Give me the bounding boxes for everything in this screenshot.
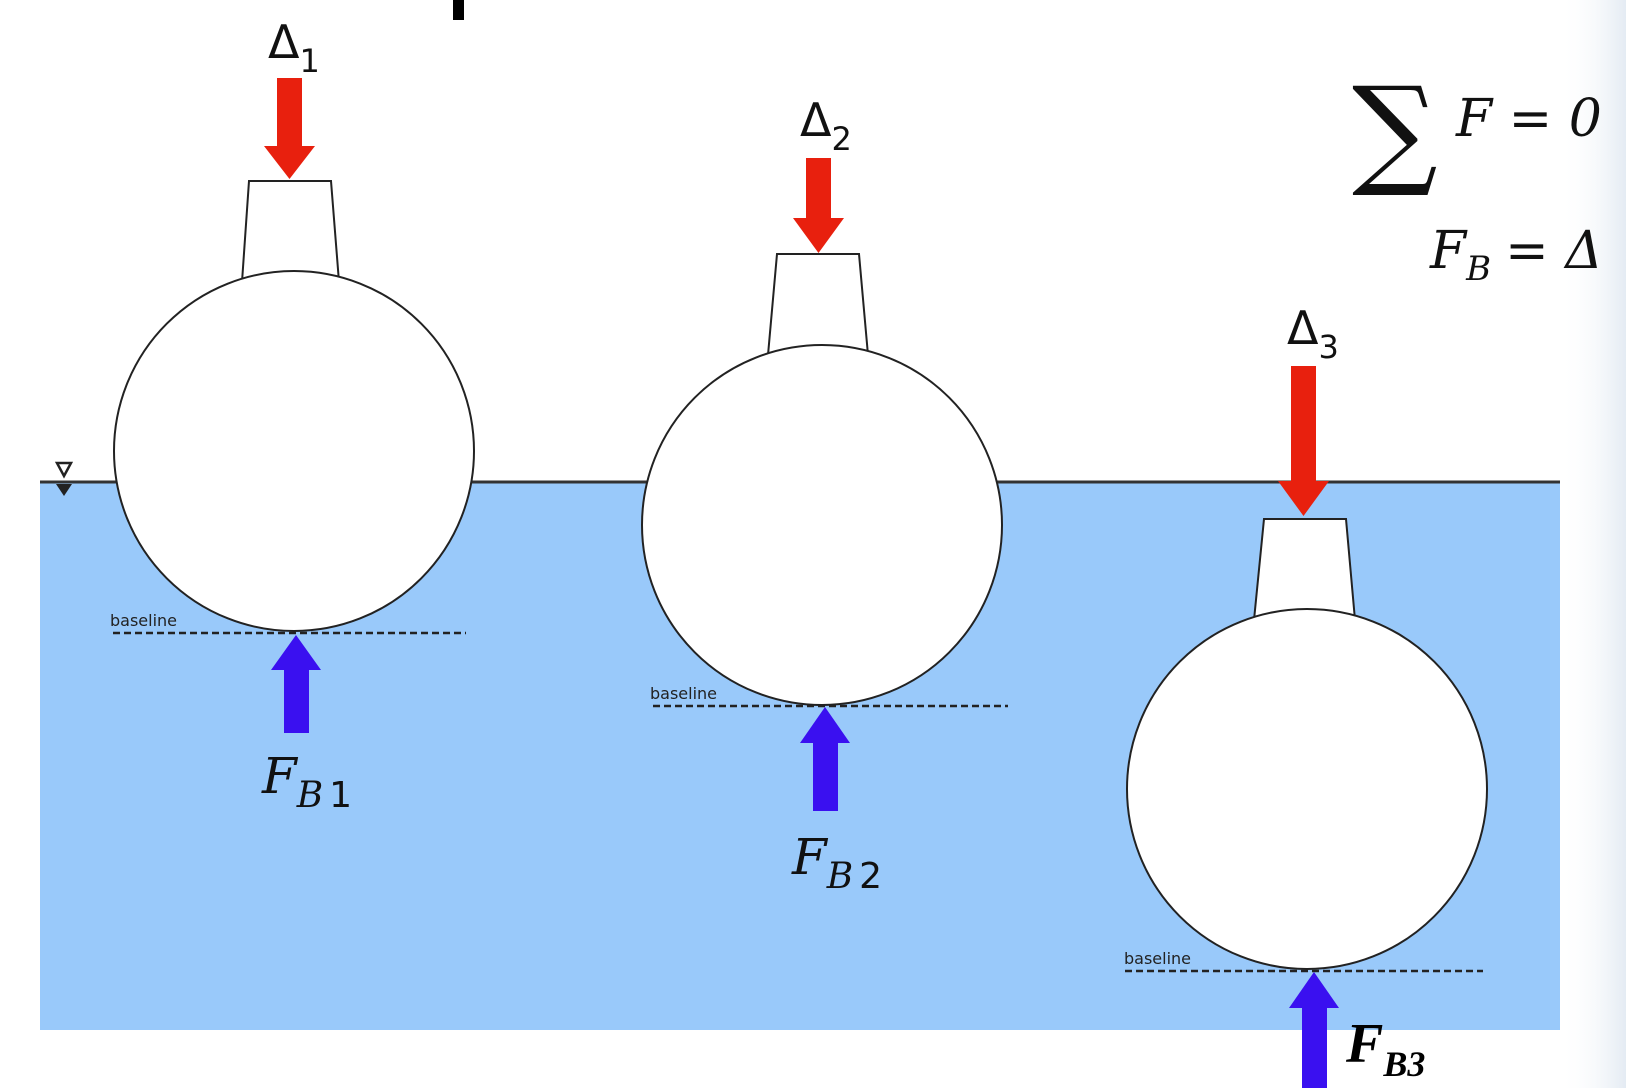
buoyancy-equation-text: FB= Δ bbox=[1429, 221, 1603, 289]
vessel-3-sail bbox=[1252, 518, 1357, 621]
cropped-title-fragment bbox=[453, 0, 464, 20]
vessel-1-hull bbox=[113, 270, 475, 632]
vessel-3-buoyancy-label: FB3 bbox=[1345, 1013, 1425, 1084]
vessel-1-baseline-label: baseline bbox=[110, 611, 177, 630]
vessel-2-buoyancy-arrow bbox=[800, 707, 850, 811]
vessel-1-buoyancy-arrow bbox=[271, 635, 321, 733]
vessel-2-hull bbox=[641, 344, 1003, 706]
vessel-3: baseline Δ3 FB3 bbox=[1124, 301, 1488, 1088]
sum-equation-rhs: F = 0 bbox=[1455, 89, 1602, 149]
vessel-2-baseline-label: baseline bbox=[650, 684, 717, 703]
slide-edge-shade bbox=[1560, 0, 1626, 1088]
vessel-1-weight-arrow bbox=[264, 78, 315, 179]
vessel-2-weight-arrow bbox=[793, 158, 844, 253]
vessel-1-sail bbox=[240, 180, 341, 283]
vessel-3-delta-label: Δ3 bbox=[1287, 301, 1339, 366]
vessel-3-hull bbox=[1126, 608, 1488, 970]
cropped-footer bbox=[650, 1080, 1070, 1088]
vessel-3-baseline-label: baseline bbox=[1124, 949, 1191, 968]
vessel-3-buoyancy-arrow bbox=[1289, 972, 1339, 1088]
vessel-3-weight-arrow bbox=[1278, 366, 1329, 516]
sum-symbol: ∑ bbox=[1352, 62, 1438, 201]
buoyancy-equation: FB= Δ bbox=[1429, 221, 1603, 289]
vessel-2-sail bbox=[766, 253, 870, 356]
equilibrium-equation: ∑ F = 0 bbox=[1352, 62, 1602, 201]
vessel-2-delta-label: Δ2 bbox=[800, 93, 852, 158]
vessel-1-delta-label: Δ1 bbox=[268, 15, 320, 80]
water-level-triangle-icon bbox=[54, 461, 74, 496]
